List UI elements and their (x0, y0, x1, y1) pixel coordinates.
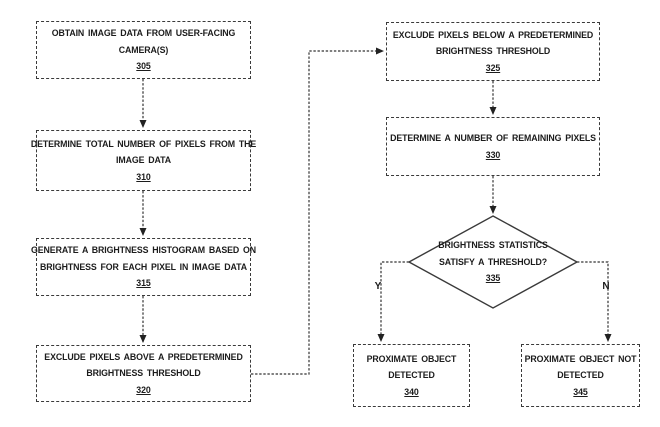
connector-335-340-yes (377, 261, 409, 342)
step-325-ref: 325 (485, 62, 501, 73)
step-310-line1: DETERMINE TOTAL NUMBER OF PIXELS FROM TH… (30, 138, 257, 149)
branch-label-yes: Y (374, 281, 382, 292)
step-325-line1: EXCLUDE PIXELS BELOW A PREDETERMINED (392, 29, 594, 40)
step-320-line2: BRIGHTNESS THRESHOLD (86, 368, 201, 379)
step-320-line1: EXCLUDE PIXELS ABOVE A PREDETERMINED (44, 351, 243, 362)
step-340-line2: DETECTED (388, 370, 435, 381)
step-315-box: GENERATE A BRIGHTNESS HISTOGRAM BASED ON… (31, 238, 256, 296)
step-325-box: EXCLUDE PIXELS BELOW A PREDETERMINED BRI… (386, 22, 600, 81)
step-310-ref: 310 (136, 171, 151, 182)
decision-335-ref: 335 (485, 273, 501, 283)
decision-335-line2: SATISFY A THRESHOLD? (438, 256, 548, 267)
step-310-box: DETERMINE TOTAL NUMBER OF PIXELS FROM TH… (31, 130, 256, 191)
step-345-line1: PROXIMATE OBJECT NOT (524, 353, 637, 364)
step-325-line2: BRIGHTNESS THRESHOLD (435, 46, 551, 57)
step-305-box: OBTAIN IMAGE DATA FROM USER-FACING CAMER… (36, 21, 251, 79)
step-330-line1: DETERMINE A NUMBER OF REMAINING PIXELS (390, 133, 596, 143)
step-305-line1: OBTAIN IMAGE DATA FROM USER-FACING (51, 28, 236, 39)
step-345-box: PROXIMATE OBJECT NOT DETECTED 345 (521, 344, 640, 407)
step-340-ref: 340 (404, 386, 419, 397)
connector-335-345-no (577, 261, 612, 342)
step-315-line2: BRIGHTNESS FOR EACH PIXEL IN IMAGE DATA (40, 261, 247, 272)
step-330-box: DETERMINE A NUMBER OF REMAINING PIXELS 3… (386, 117, 600, 176)
step-340-box: PROXIMATE OBJECT DETECTED 340 (353, 344, 470, 407)
step-330-ref: 330 (485, 149, 501, 160)
step-305-ref: 305 (136, 61, 151, 72)
decision-335-diamond (407, 215, 579, 309)
decision-335-line1: BRIGHTNESS STATISTICS (438, 240, 548, 250)
decision-335-label: BRIGHTNESS STATISTICS SATISFY A THRESHOL… (409, 237, 577, 287)
step-305-line2: CAMERA(S) (118, 44, 169, 55)
step-310-line2: IMAGE DATA (116, 155, 171, 166)
step-345-ref: 345 (573, 386, 588, 397)
step-345-line2: DETECTED (557, 370, 604, 381)
step-340-line1: PROXIMATE OBJECT (366, 353, 457, 364)
step-315-line1: GENERATE A BRIGHTNESS HISTOGRAM BASED ON (31, 245, 256, 256)
branch-label-no: N (602, 281, 610, 292)
step-315-ref: 315 (136, 278, 151, 289)
connector-320-325 (251, 47, 384, 375)
step-320-box: EXCLUDE PIXELS ABOVE A PREDETERMINED BRI… (36, 345, 251, 402)
step-320-ref: 320 (136, 384, 151, 395)
